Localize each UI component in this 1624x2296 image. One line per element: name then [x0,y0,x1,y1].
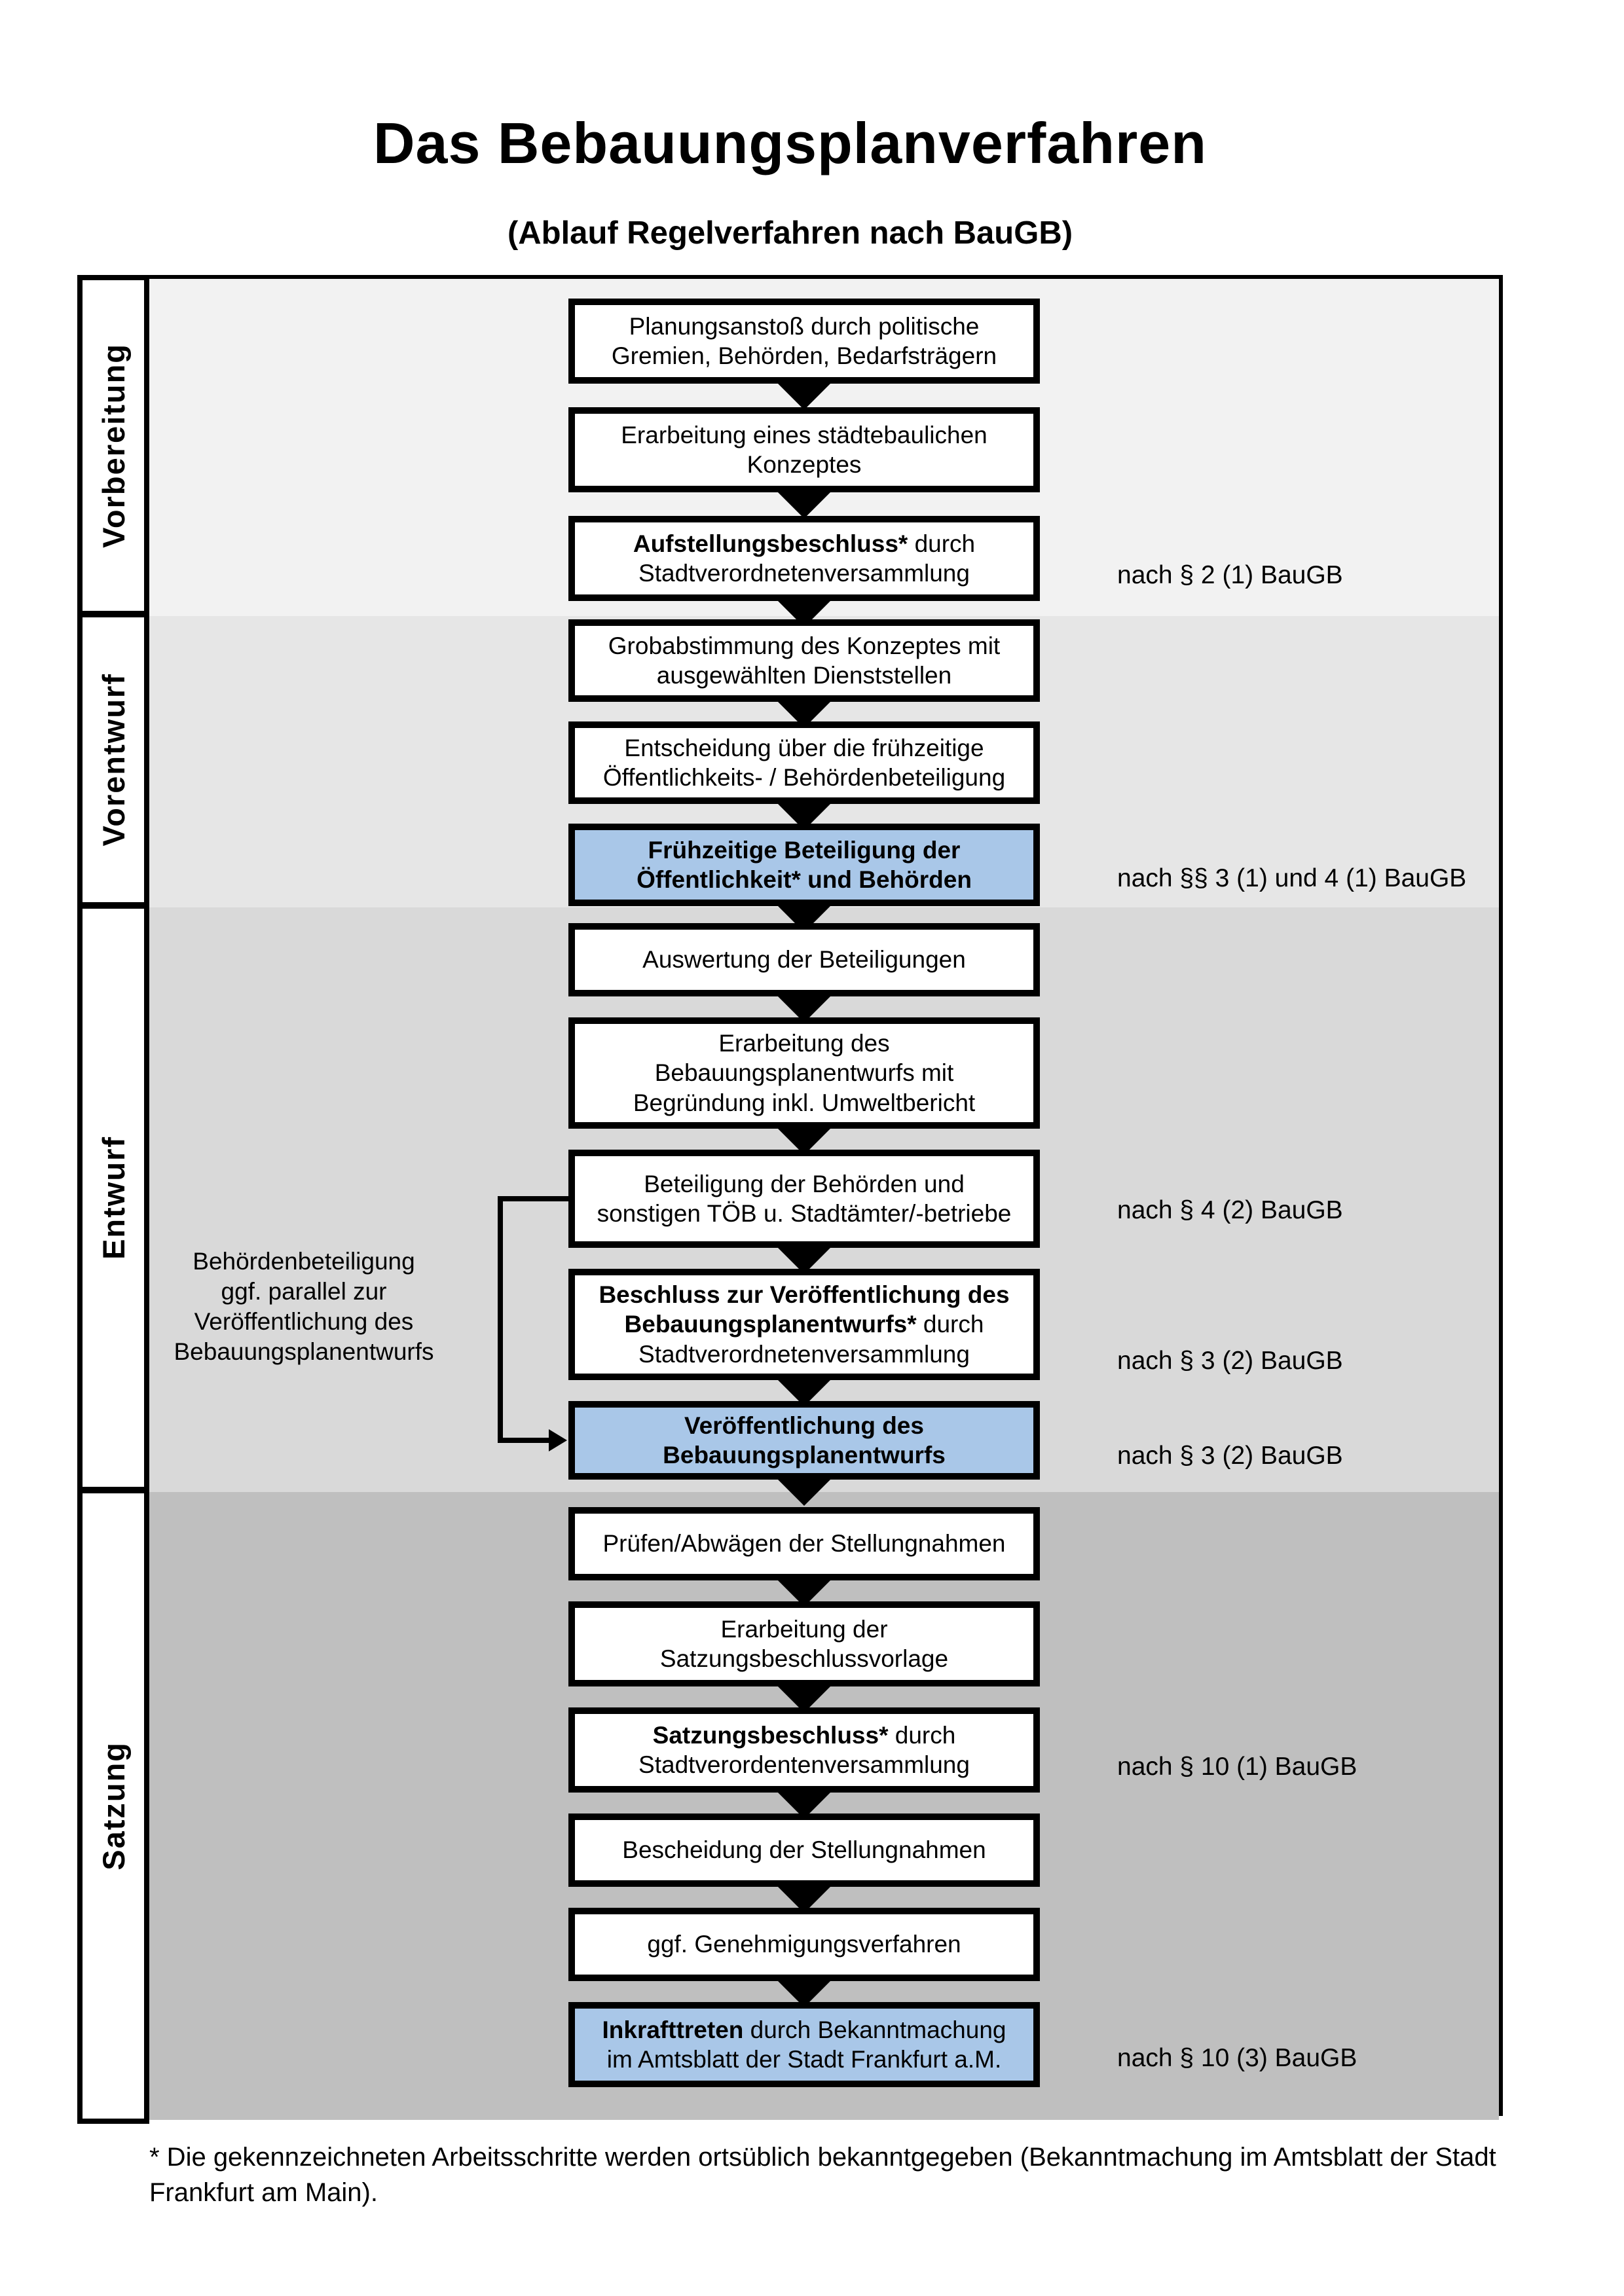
flow-step-text-line: Prüfen/Abwägen der Stellungnahmen [602,1530,1006,1558]
legal-reference: nach § 3 (2) BauGB [1117,1347,1343,1375]
flow-step-text-line: Grobabstimmung des Konzeptes mit [608,632,1001,659]
flow-step-text-line: Beteiligung der Behörden und [644,1170,965,1197]
flow-step-text-line: Inkrafttreten durch Bekanntmachung [602,2016,1006,2043]
legal-reference: nach § 10 (1) BauGB [1117,1753,1357,1781]
flow-step-text-line: Bebauungsplanentwurfs mit [654,1059,954,1087]
flow-step-text-line: Satzungsbeschluss* durch [652,1721,956,1749]
flow-step-text-line: Erarbeitung eines städtebaulichen [621,421,987,448]
phase-label-cell: Entwurf [77,903,149,1492]
flow-step-text-line: Begründung inkl. Umweltbericht [633,1089,976,1116]
legal-reference: nach § 4 (2) BauGB [1117,1196,1343,1224]
side-note-line: Bebauungsplanentwurfs [174,1338,434,1365]
page-title: Das Bebauungsplanverfahren [373,111,1207,175]
flow-step-text-line: Entscheidung über die frühzeitige [624,734,984,761]
flow-step-text-line: Bebauungsplanentwurfs* durch [624,1311,984,1338]
flow-step-text-line: Planungsanstoß durch politische [629,312,980,340]
phase-label-cell: Vorbereitung [77,275,149,616]
legal-reference: nach § 10 (3) BauGB [1117,2044,1357,2072]
arrow-down-icon [774,488,834,519]
flow-step-text-line: Erarbeitung des [718,1030,890,1057]
flow-step-text-line: Stadtverordnetenversammlung [638,1340,970,1368]
bracket-vertical-line [498,1196,503,1443]
flow-step-text-line: ausgewählten Dienststellen [656,662,952,689]
flow-step-text-line: sonstigen TÖB u. Stadtämter/-betriebe [597,1200,1012,1227]
phase-label: Entwurf [96,1136,131,1260]
bracket-top-stub [498,1196,568,1201]
flow-step-box: ggf. Genehmigungsverfahren [568,1908,1040,1981]
flow-step-text-line: Bescheidung der Stellungnahmen [622,1836,986,1864]
phase-label-cell: Vorentwurf [77,612,149,907]
flow-step-text-line: Stadtverordentenversammlung [638,1751,970,1778]
footnote: * Die gekennzeichneten Arbeitsschritte w… [149,2140,1564,2210]
phase-label: Vorentwurf [96,673,131,847]
arrow-down-icon [774,1476,834,1506]
flow-step-text-line: Auswertung der Beteiligungen [642,946,966,974]
legal-reference: nach § 2 (1) BauGB [1117,561,1343,589]
flow-step-text-line: Satzungsbeschlussvorlage [659,1645,949,1672]
flow-step-text-line: Konzeptes [747,451,862,478]
flow-step-text-line: im Amtsblatt der Stadt Frankfurt a.M. [606,2046,1002,2073]
legal-reference: nach §§ 3 (1) und 4 (1) BauGB [1117,864,1467,892]
bracket-bottom-stub [498,1438,550,1443]
flow-step-box: Auswertung der Beteiligungen [568,923,1040,996]
footnote-line: * Die gekennzeichneten Arbeitsschritte w… [149,2143,1496,2172]
flow-step-box: Bescheidung der Stellungnahmen [568,1813,1040,1887]
phase-label-cell: Satzung [77,1488,149,2124]
footnote-line: Frankfurt am Main). [149,2178,378,2207]
side-note-line: Behördenbeteiligung [193,1248,415,1275]
flow-step-box: Inkrafttreten durch Bekanntmachung im Amt… [568,2002,1040,2087]
legal-reference: nach § 3 (2) BauGB [1117,1442,1343,1470]
flow-step-text-line: Gremien, Behörden, Bedarfsträgern [611,342,997,369]
phase-label: Vorbereitung [96,343,131,548]
flow-step-text-line: Erarbeitung der [720,1615,888,1643]
flow-step-text-line: Frühzeitige Beteiligung der [648,836,961,864]
flow-step-text-line: Stadtverordnetenversammlung [638,560,970,587]
flow-step-text-line: Aufstellungsbeschluss* durch [633,530,976,557]
flow-step-text-line: Beschluss zur Veröffentlichung des [599,1281,1010,1309]
flow-step-text-line: Bebauungsplanentwurfs [663,1442,946,1468]
side-note: Behördenbeteiligung ggf. parallel zur Ve… [107,1247,500,1367]
flow-step-text-line: Öffentlichkeits- / Behördenbeteiligung [602,764,1006,791]
flow-step-text-line: Öffentlichkeit* und Behörden [637,866,972,893]
side-note-line: Veröffentlichung des [194,1307,414,1335]
bracket-arrow-right-icon [549,1429,567,1451]
flow-step-box: Beteiligung der Behörden und sonstigen TÖ… [568,1150,1040,1248]
flow-step-box: Grobabstimmung des Konzeptes mit ausgewäh… [568,619,1040,702]
side-note-line: ggf. parallel zur [221,1277,387,1305]
page-subtitle: (Ablauf Regelverfahren nach BauGB) [507,215,1073,251]
flow-step-text-line: Veröffentlichung des [684,1412,924,1439]
flow-step-text-line: ggf. Genehmigungsverfahren [647,1931,961,1958]
arrow-down-icon [774,380,834,410]
phase-label: Satzung [96,1741,131,1870]
flow-step-box: Prüfen/Abwägen der Stellungnahmen [568,1507,1040,1580]
